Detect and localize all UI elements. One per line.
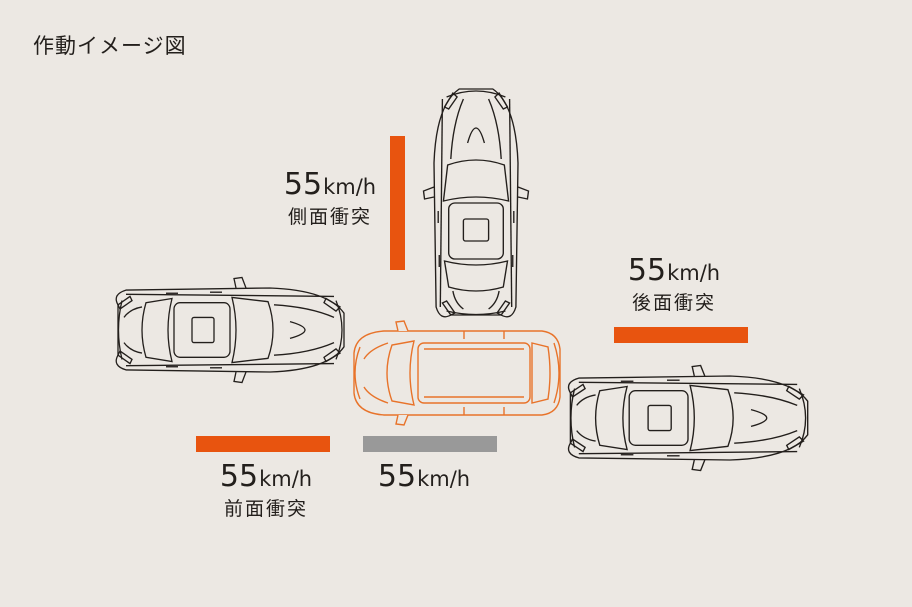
front-impact-unit: km/h: [259, 467, 313, 491]
rear-impact-unit: km/h: [667, 261, 721, 285]
side-impact-speed: 55: [283, 167, 323, 202]
rear-impact-speed: 55: [627, 253, 667, 288]
front-impact-bar: [196, 436, 330, 452]
own-car: [353, 320, 561, 426]
own-speed-value: 55: [377, 459, 417, 494]
rear-impact-bar: [614, 327, 748, 343]
front-impact-car: [115, 276, 345, 384]
side-impact-kind: 側面衝突: [287, 206, 372, 228]
own-speed-bar: [363, 436, 497, 452]
rear-impact-label: 55km/h 後面衝突: [622, 256, 726, 313]
rear-impact-car: [567, 364, 809, 472]
side-impact-unit: km/h: [323, 175, 377, 199]
side-impact-car: [422, 88, 530, 318]
side-impact-bar: [390, 136, 405, 270]
rear-impact-kind: 後面衝突: [631, 292, 716, 314]
front-impact-label: 55km/h 前面衝突: [214, 462, 318, 519]
front-impact-speed: 55: [219, 459, 259, 494]
own-speed-unit: km/h: [417, 467, 471, 491]
front-impact-kind: 前面衝突: [223, 498, 308, 520]
side-impact-label: 55km/h 側面衝突: [278, 170, 382, 227]
diagram-title: 作動イメージ図: [33, 34, 187, 58]
own-speed-label: 55km/h: [372, 462, 476, 492]
